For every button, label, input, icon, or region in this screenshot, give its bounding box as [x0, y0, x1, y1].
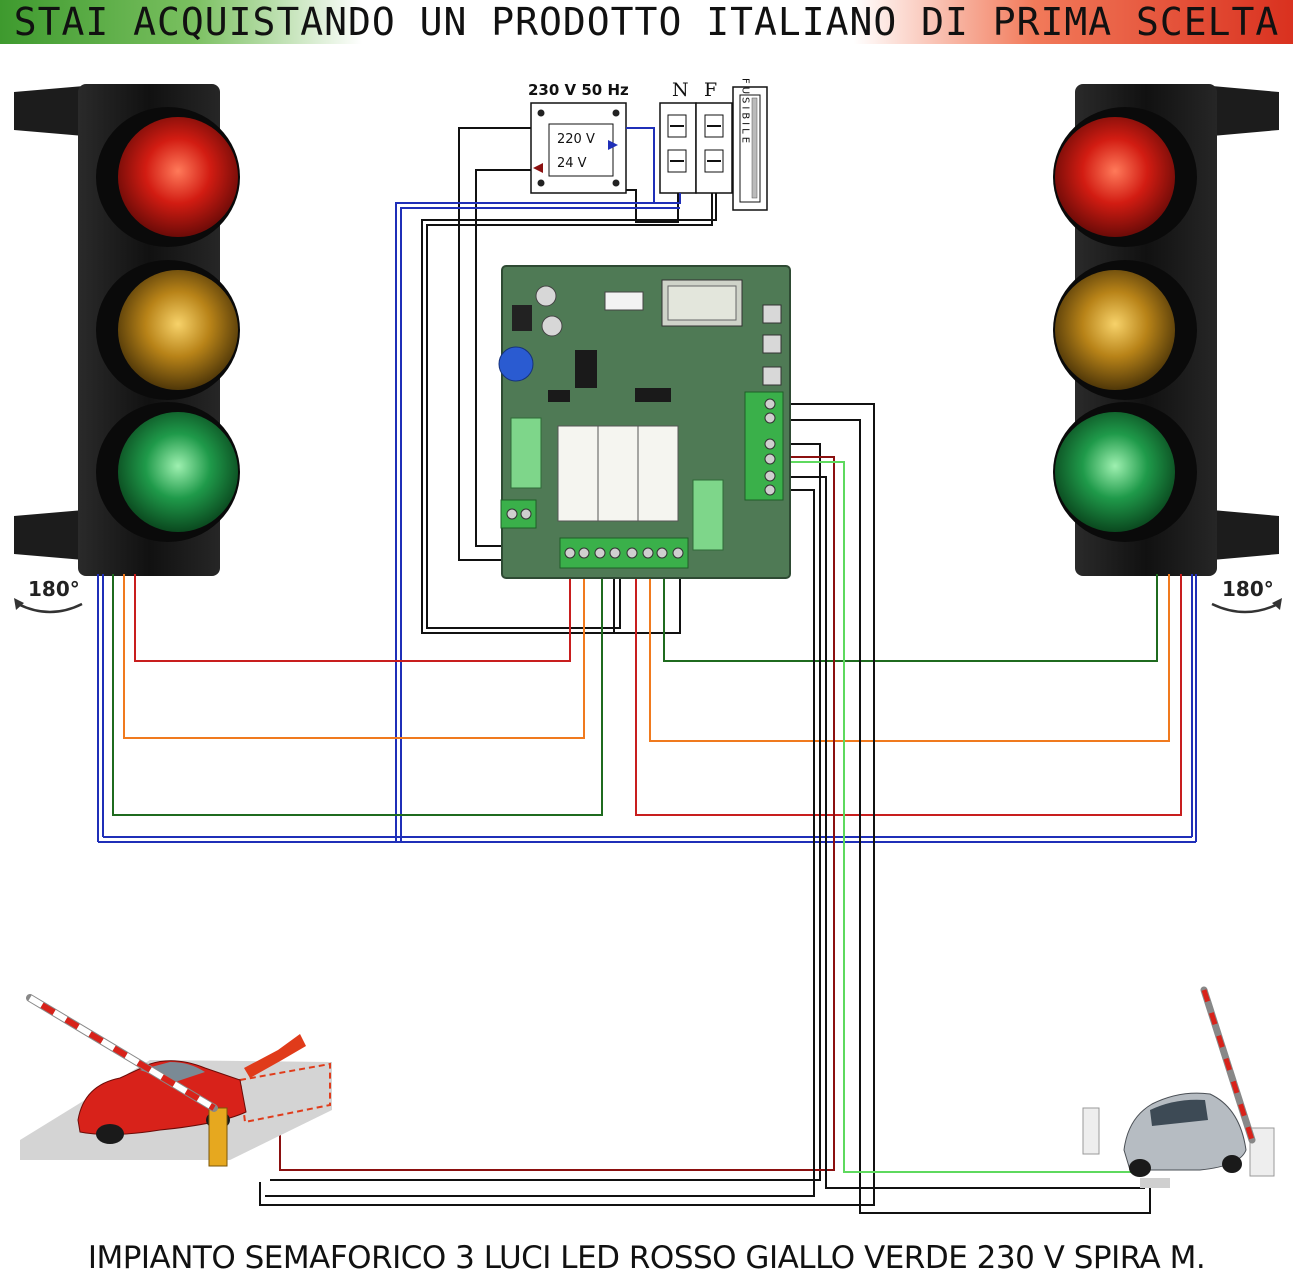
chip-label	[604, 291, 644, 311]
capacitor	[535, 285, 557, 307]
car-red	[77, 1060, 247, 1136]
rotation-label: 180°	[28, 577, 80, 601]
terminal-n-label: N	[672, 79, 689, 101]
transformer-input-label: 220 V	[557, 132, 595, 147]
barrier-scene-right	[1082, 986, 1275, 1188]
fuse-label: FUSIBILE	[740, 78, 751, 146]
detection-loop	[1140, 1178, 1170, 1188]
footer-caption: IMPIANTO SEMAFORICO 3 LUCI LED ROSSO GIA…	[87, 1240, 1206, 1276]
wire-black	[626, 189, 679, 223]
wire-black	[270, 443, 821, 1181]
screw-icon	[537, 109, 545, 117]
car-window	[140, 1062, 205, 1082]
traffic-light-left	[14, 84, 240, 576]
wire-red	[134, 570, 571, 662]
wire-orange	[123, 570, 585, 739]
ic-chip	[548, 390, 570, 402]
power-section: 230 V 50 Hz 220 V 24 V N F FUSIBILE	[528, 78, 768, 211]
wire-black	[790, 476, 1145, 1189]
red-lamp	[118, 117, 238, 237]
barrier-arm-stripes	[28, 995, 216, 1111]
wire-green	[112, 570, 603, 816]
transformer-core	[548, 123, 614, 177]
bollard	[1082, 1107, 1100, 1155]
wire-black	[265, 489, 815, 1197]
rotation-indicator-left: 180°	[14, 577, 83, 614]
terminal-f-label: F	[704, 79, 717, 101]
relay	[557, 425, 599, 522]
terminal-block-right	[744, 391, 784, 501]
rotation-label: 180°	[1222, 577, 1274, 601]
capacitor	[541, 315, 563, 337]
wheel	[96, 1124, 124, 1144]
wire-dark-red	[279, 456, 835, 1171]
rotation-indicator-right: 180°	[1211, 577, 1282, 614]
wire-blue	[400, 207, 680, 842]
mount-bracket-bottom-right	[1212, 510, 1279, 560]
fuse-element	[751, 97, 758, 199]
wire-orange	[649, 570, 1170, 742]
wire-black	[790, 419, 1151, 1214]
screw-icon	[612, 179, 620, 187]
banner-title: STAI ACQUISTANDO UN PRODOTTO ITALIANO DI…	[13, 0, 1280, 44]
screw-icon	[537, 179, 545, 187]
barrier-post	[208, 1107, 228, 1167]
wheel	[1129, 1159, 1151, 1177]
fuse-holder-board	[510, 417, 542, 489]
transformer-output-label: 24 V	[557, 156, 587, 171]
relay	[597, 425, 639, 522]
yellow-lamp	[118, 270, 238, 390]
rotate-arrow-icon	[1211, 602, 1279, 614]
yellow-lamp	[1055, 270, 1175, 390]
mount-bracket-top-right	[1212, 86, 1279, 136]
arrow-icon	[608, 140, 618, 150]
wire-black	[426, 193, 713, 629]
wire-red	[635, 570, 1182, 816]
barrier-arm-stripes	[1201, 989, 1255, 1141]
relay	[637, 425, 679, 522]
arrow-head-icon	[14, 598, 24, 610]
arrow-head-icon	[1272, 598, 1282, 610]
lcd-screen	[667, 285, 737, 321]
push-button	[762, 334, 782, 354]
screw-icon	[612, 109, 620, 117]
wiring	[97, 127, 1197, 1214]
regulator	[512, 305, 532, 331]
traffic-light-right	[1053, 84, 1279, 576]
wire-black	[259, 403, 875, 1206]
arrow-icon	[533, 163, 543, 173]
fuse-holder-board	[692, 479, 724, 551]
wire-black	[475, 169, 531, 547]
green-lamp	[118, 412, 238, 532]
push-button	[762, 366, 782, 386]
barrier-scene-left	[20, 994, 332, 1167]
top-banner	[0, 0, 1293, 44]
ic-chip	[635, 388, 671, 402]
wire-black	[421, 193, 717, 634]
green-lamp	[1055, 412, 1175, 532]
wire-green	[663, 570, 1158, 662]
wire-light-green	[790, 461, 1140, 1173]
supply-label: 230 V 50 Hz	[528, 81, 629, 99]
rotate-arrow-icon	[17, 602, 83, 614]
car-window	[1150, 1099, 1208, 1126]
mount-bracket-bottom-left	[14, 510, 84, 560]
push-button	[762, 304, 782, 324]
mount-bracket-top-left	[14, 86, 84, 136]
wheel	[1222, 1155, 1242, 1173]
large-capacitor	[498, 346, 534, 382]
header-connector	[575, 350, 597, 388]
red-lamp	[1055, 117, 1175, 237]
control-board	[498, 265, 791, 579]
wire-blue	[395, 202, 680, 842]
arrow-icon	[244, 1034, 306, 1078]
